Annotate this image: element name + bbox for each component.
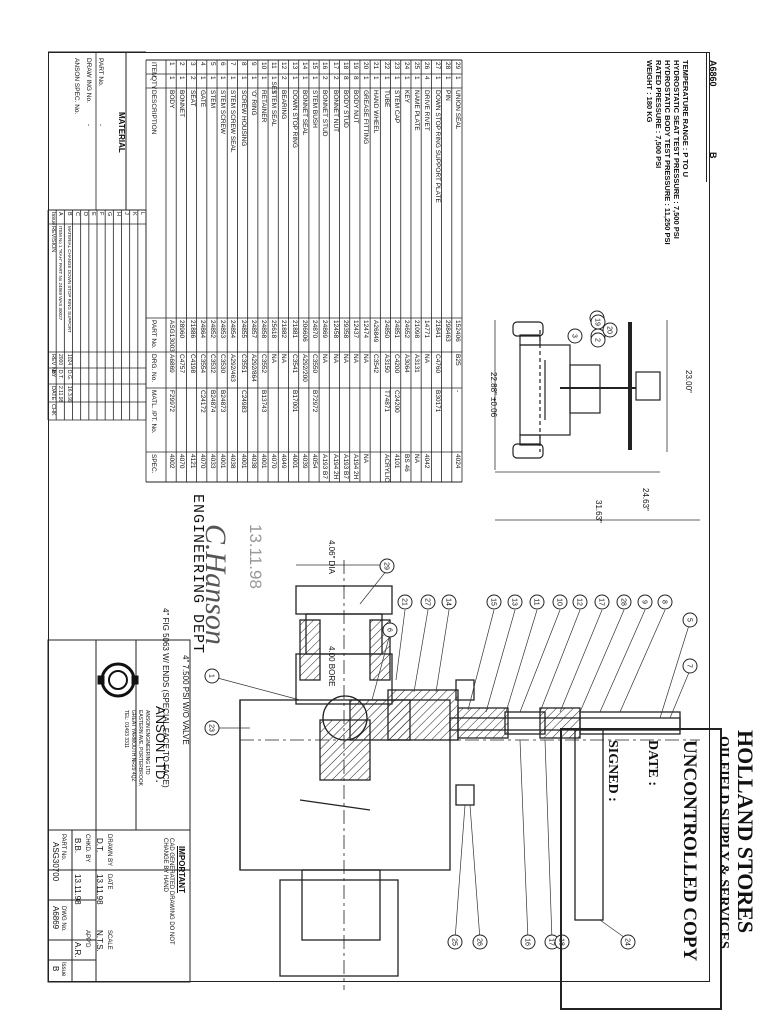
balloon-label: 21	[401, 598, 408, 606]
balloon	[552, 594, 568, 610]
section-dimensions	[296, 564, 392, 655]
drawn-date-label: DATE	[106, 874, 112, 890]
balloon	[447, 934, 463, 950]
balloon	[682, 658, 698, 674]
balloon-label: 25	[451, 938, 458, 946]
revision-grid	[47, 209, 147, 421]
drawn-by: D.T.	[95, 838, 104, 853]
balloon-label: 7	[686, 664, 693, 668]
balloon	[441, 594, 457, 610]
parts-list-grid	[145, 59, 463, 483]
balloon-label: 23	[208, 724, 215, 732]
valve-overview	[512, 321, 661, 459]
balloon	[657, 594, 673, 610]
balloon-label: 14	[445, 598, 452, 606]
part-no: ASG30700	[51, 842, 60, 882]
balloon-label: 5	[686, 618, 693, 622]
balloon-label: 2	[594, 338, 601, 342]
appd-label: APP'D	[84, 930, 90, 948]
balloon-label: 10	[556, 598, 563, 606]
balloon	[590, 314, 606, 330]
balloon-label: 11	[533, 598, 540, 605]
important-text: CAD GENERATED DRAWING DO NOT CHANGE BY H…	[162, 838, 174, 945]
balloon-label: 1	[208, 674, 215, 678]
chkd-by: B.B.	[73, 838, 82, 854]
balloon-label: 3	[571, 334, 578, 338]
balloon-label: 17	[598, 598, 605, 606]
balloon	[572, 594, 588, 610]
balloon	[620, 934, 636, 950]
top-strip-line	[706, 52, 707, 182]
balloon-label: 28	[620, 598, 627, 606]
ar: A.R.	[73, 942, 82, 958]
balloon-label: 8	[661, 600, 668, 604]
address-line: EASTERN AVE, PORTERBROOK	[137, 710, 143, 786]
balloon	[637, 594, 653, 610]
balloon	[529, 594, 545, 610]
balloon	[472, 934, 488, 950]
address-line: TEL: 01493 3311	[123, 710, 129, 748]
balloon	[554, 934, 570, 950]
issue-label: Issue	[60, 962, 66, 977]
scale-label: SCALE	[106, 930, 112, 950]
balloon	[204, 720, 220, 736]
anson-logo	[97, 662, 139, 698]
dwg-no-label: DWG No.	[60, 906, 66, 932]
balloon	[594, 594, 610, 610]
uncontrolled-stamp	[560, 728, 722, 1010]
drawing-subtitle: 4" FIG 5063 W/ ENDS (SPECIAL FACE TO FAC…	[161, 608, 170, 788]
balloon-label: 19	[594, 318, 601, 326]
balloon-label: 27	[424, 598, 431, 606]
overview-dimensions	[494, 320, 700, 521]
balloon-label: 16	[524, 938, 531, 946]
balloon-label: 20	[606, 326, 613, 334]
balloon	[379, 558, 395, 574]
drawn-date: 13.11.98	[95, 874, 104, 905]
balloon	[204, 668, 220, 684]
balloon-label: 13	[511, 598, 518, 606]
balloon	[397, 594, 413, 610]
balloon-label: 6	[386, 628, 393, 632]
balloon-callouts: 2921271415131110121728985761242322342526…	[204, 310, 698, 950]
balloon-label: 29	[383, 562, 390, 570]
drawing-frame	[48, 52, 710, 982]
balloon	[590, 332, 606, 348]
balloon	[420, 594, 436, 610]
balloon-label: 9	[641, 600, 648, 604]
important-title: IMPORTANT	[177, 846, 186, 893]
chkd-label: CHKD. BY	[84, 834, 90, 863]
balloon	[520, 934, 536, 950]
part-no-label: PART No.	[60, 834, 66, 861]
balloon	[507, 594, 523, 610]
scale-value: N.T.S.	[95, 930, 104, 952]
chkd-date: 13.11.98	[73, 874, 82, 905]
balloon	[486, 594, 502, 610]
balloon	[567, 328, 583, 344]
drawn-by-label: DRAWN BY	[106, 834, 112, 867]
balloon-label: 15	[490, 598, 497, 606]
balloon-label: 12	[576, 598, 583, 606]
balloon	[682, 612, 698, 628]
balloon-label: 24	[624, 938, 631, 946]
balloon	[382, 622, 398, 638]
address-line: GREAT YARMOUTH NR29 4QZ	[130, 710, 136, 782]
balloon	[602, 322, 618, 338]
balloon	[616, 594, 632, 610]
leader-lines	[209, 569, 691, 941]
valve-section	[239, 560, 700, 990]
balloon-label: 26	[476, 938, 483, 946]
dwg-no: A6869	[51, 906, 60, 930]
spec-block	[48, 51, 146, 211]
drawing-title: 4" 7.500 PSI W/O VALVE	[181, 655, 190, 745]
balloon-label: 17	[548, 938, 555, 946]
address-line: ANSON ENGINEERING LTD	[144, 710, 150, 775]
issue-value: B	[51, 966, 60, 972]
